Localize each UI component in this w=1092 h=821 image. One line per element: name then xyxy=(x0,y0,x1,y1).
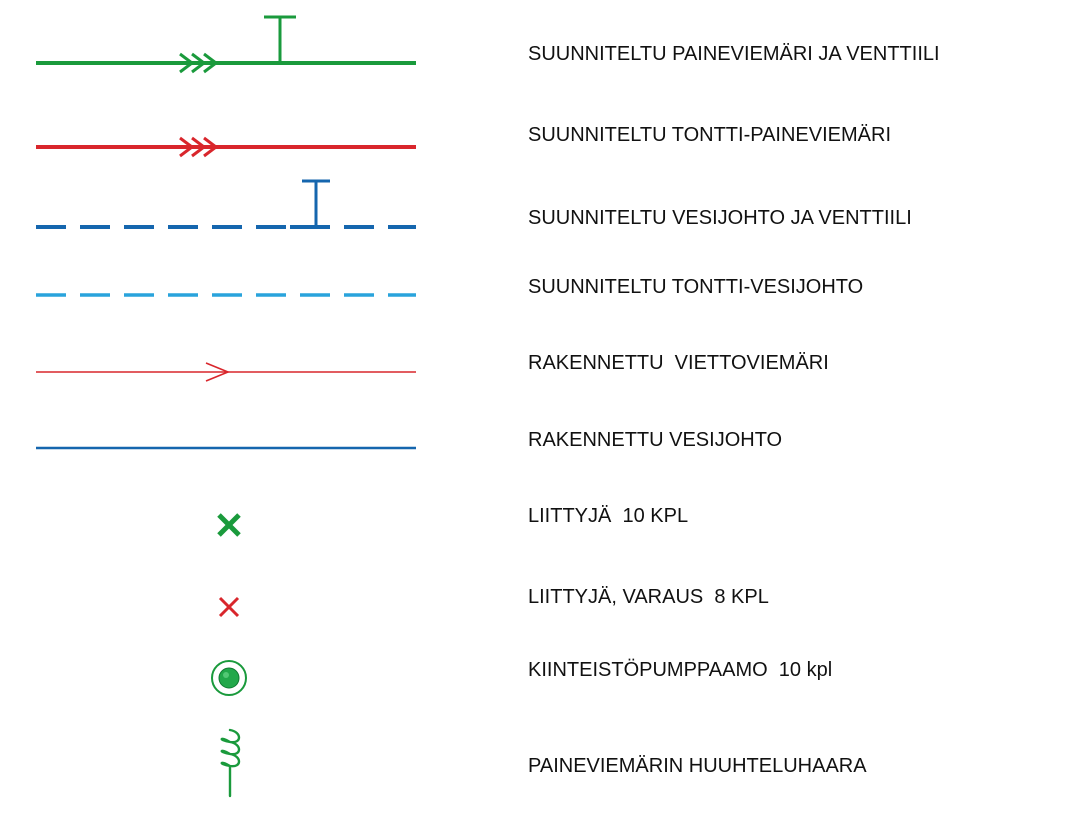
legend-label: KIINTEISTÖPUMPPAAMO 10 kpl xyxy=(528,659,833,681)
legend-row-reserved-connection: LIITTYJÄ, VARAUS 8 KPL xyxy=(0,572,1092,642)
green-circle-pump-icon xyxy=(211,660,247,696)
legend-row-plot-pressure-sewer: SUUNNITELTU TONTTI-PAINEVIEMÄRI xyxy=(0,112,1092,182)
green-x-icon xyxy=(217,513,241,537)
legend-row-pump-station: KIINTEISTÖPUMPPAAMO 10 kpl xyxy=(0,643,1092,713)
legend-label: PAINEVIEMÄRIN HUUHTELUHAARA xyxy=(528,755,867,777)
legend-label: SUUNNITELTU TONTTI-VESIJOHTO xyxy=(528,276,864,298)
legend-label: SUUNNITELTU VESIJOHTO JA VENTTIILI xyxy=(528,207,912,229)
green-pressure-sewer-valve-icon xyxy=(36,15,416,74)
legend-row-plot-water-pipe: SUUNNITELTU TONTTI-VESIJOHTO xyxy=(0,260,1092,330)
legend-row-water-pipe-valve: SUUNNITELTU VESIJOHTO JA VENTTIILI xyxy=(0,179,1092,263)
legend-label: SUUNNITELTU TONTTI-PAINEVIEMÄRI xyxy=(528,124,891,146)
legend-label: LIITTYJÄ 10 KPL xyxy=(528,505,689,527)
legend-label: RAKENNETTU VIETTOVIEMÄRI xyxy=(528,352,829,374)
legend-label: RAKENNETTU VESIJOHTO xyxy=(528,429,783,451)
blue-dashed-water-pipe-valve-icon xyxy=(36,179,416,229)
red-gravity-sewer-arrow-icon xyxy=(36,362,416,382)
red-plot-pressure-sewer-icon xyxy=(36,136,416,158)
legend-label: LIITTYJÄ, VARAUS 8 KPL xyxy=(528,586,769,608)
blue-water-pipe-icon xyxy=(36,446,416,450)
red-x-icon xyxy=(218,596,240,618)
light-blue-dashed-plot-water-pipe-icon xyxy=(36,293,416,297)
green-coil-icon xyxy=(220,728,241,798)
legend-label: SUUNNITELTU PAINEVIEMÄRI JA VENTTIILI xyxy=(528,43,940,65)
legend-row-water-pipe: RAKENNETTU VESIJOHTO xyxy=(0,413,1092,483)
legend-row-flushing-branch: PAINEVIEMÄRIN HUUHTELUHAARA xyxy=(0,728,1092,802)
legend-row-pressure-sewer-valve: SUUNNITELTU PAINEVIEMÄRI JA VENTTIILI xyxy=(0,15,1092,97)
legend-row-connection: LIITTYJÄ 10 KPL xyxy=(0,490,1092,560)
legend-row-gravity-sewer: RAKENNETTU VIETTOVIEMÄRI xyxy=(0,337,1092,407)
